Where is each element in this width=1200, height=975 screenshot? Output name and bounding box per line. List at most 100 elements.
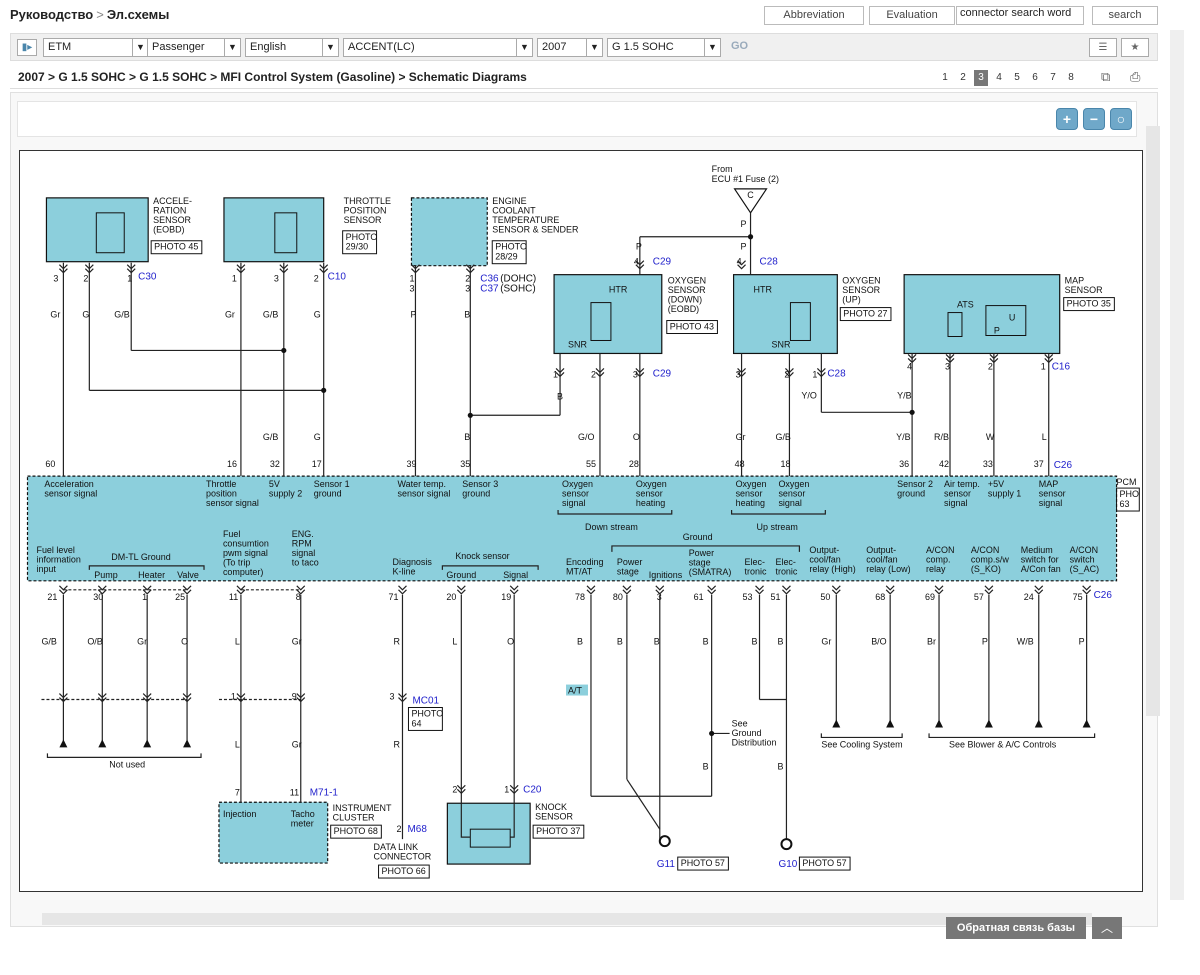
accel-sensor-box	[45, 197, 149, 263]
diagram-label: 9	[292, 692, 297, 702]
page-6-link[interactable]: 6	[1032, 72, 1038, 83]
wire	[84, 264, 94, 270]
diagram-horizontal-scrollbar[interactable]	[42, 913, 1092, 925]
breadcrumb-root[interactable]: Руководство	[10, 7, 94, 22]
wire	[411, 264, 420, 270]
page-5-link[interactable]: 5	[1014, 72, 1020, 83]
page-vertical-scrollbar[interactable]	[1170, 30, 1184, 900]
diagram-label: R	[394, 637, 401, 647]
type-select[interactable]: ETM▼	[43, 38, 149, 57]
page-4-link[interactable]: 4	[996, 72, 1002, 83]
diagram-label: 1	[553, 369, 558, 379]
wire	[58, 268, 68, 274]
language-select[interactable]: English▼	[245, 38, 339, 57]
photo-ref-box	[677, 856, 729, 871]
zoom-in-icon[interactable]: +	[1056, 108, 1078, 130]
junction-dot	[747, 234, 754, 240]
diagram-label: 28	[629, 459, 639, 469]
photo-ref-box	[1116, 487, 1140, 512]
g11-ground-icon	[658, 835, 671, 848]
diagram-label: O	[633, 432, 640, 442]
wire	[707, 589, 717, 595]
wire	[595, 367, 605, 374]
diagram-label: Fuel	[223, 529, 240, 539]
wire	[928, 733, 1096, 739]
wire	[236, 697, 246, 703]
diagram-label: G/O	[578, 432, 594, 442]
diagram-label: SENSOR	[344, 215, 382, 225]
zoom-reset-icon[interactable]: ○	[1110, 108, 1132, 130]
evaluation-button[interactable]: Evaluation	[869, 6, 955, 25]
diagram-label: A/CON	[971, 545, 999, 555]
diagram-label: 5V	[269, 479, 280, 489]
search-button[interactable]: search	[1092, 6, 1158, 25]
diagram-label: Distribution	[732, 737, 777, 747]
diagram-label: HTR	[609, 285, 628, 295]
ground-arrow-icon	[984, 719, 993, 728]
diagram-label: 33	[983, 459, 993, 469]
page-1-link[interactable]: 1	[942, 72, 948, 83]
diagram-label: Gr	[137, 637, 147, 647]
print-icon[interactable]: ⎙	[1130, 69, 1141, 84]
wire	[635, 371, 645, 378]
zoom-out-icon[interactable]: −	[1083, 108, 1105, 130]
diagram-vertical-scrollbar[interactable]	[1146, 126, 1160, 716]
wire	[586, 589, 596, 595]
diagram-label: Not used	[109, 759, 145, 769]
bookmark-icon[interactable]: ★	[1121, 38, 1149, 57]
feedback-button[interactable]: Обратная связь базы	[946, 917, 1086, 939]
ground-arrow-icon	[1082, 719, 1091, 728]
wire	[279, 268, 289, 274]
photo-ref-label: PHOTO	[495, 242, 527, 252]
diagram-label: SENSOR	[842, 285, 880, 295]
toggle-panel-icon[interactable]: ▮▸	[17, 39, 37, 56]
model-select[interactable]: ACCENT(LC)▼	[343, 38, 533, 57]
wire	[831, 589, 841, 595]
wire	[236, 264, 246, 270]
diagram-label: OXYGEN	[842, 276, 880, 286]
diagram-label: Throttle	[206, 479, 236, 489]
wire	[456, 589, 466, 595]
diagram-label: 50	[820, 592, 830, 602]
category-select[interactable]: Passenger▼	[147, 38, 241, 57]
wire	[595, 371, 605, 378]
page-8-link[interactable]: 8	[1068, 72, 1074, 83]
wire	[555, 367, 565, 374]
photo-ref-label: PHOTO 68	[334, 826, 378, 836]
diagram-label: (S_AC)	[1070, 564, 1099, 574]
diagram-label: See	[732, 718, 748, 728]
page-2-link[interactable]: 2	[960, 72, 966, 83]
diagram-label: Oxygen	[562, 479, 593, 489]
year-select[interactable]: 2007▼	[537, 38, 603, 57]
diagram-label: Fuel level	[36, 545, 74, 555]
connector-search-input[interactable]: connector search word	[956, 6, 1084, 25]
junction-dot	[467, 412, 473, 418]
page-3-link[interactable]: 3	[974, 70, 988, 86]
diagram-label: (S_KO)	[971, 564, 1001, 574]
wire	[142, 589, 152, 595]
top-bar: Руководство>Эл.схемы Abbreviation Evalua…	[0, 0, 1200, 30]
diagram-label: sensor	[1039, 489, 1066, 499]
breadcrumb-current: Эл.схемы	[106, 7, 170, 22]
wire	[611, 545, 801, 552]
diagram-label: 37	[1034, 459, 1044, 469]
go-button[interactable]: GO	[731, 40, 749, 52]
diagram-label: W/B	[1017, 637, 1034, 647]
diagram-label: DATA LINK	[374, 842, 419, 852]
wire	[398, 585, 407, 591]
pcm-module	[26, 475, 1118, 582]
wire	[296, 585, 306, 591]
diagram-label: Gr	[821, 637, 831, 647]
diagram-label: Elec-	[745, 557, 765, 567]
engine-select[interactable]: G 1.5 SOHC▼	[607, 38, 721, 57]
wire	[398, 697, 407, 703]
abbreviation-button[interactable]: Abbreviation	[764, 6, 864, 25]
page-7-link[interactable]: 7	[1050, 72, 1056, 83]
wire	[655, 585, 665, 591]
screenshot-icon[interactable]: ⧉	[1101, 69, 1111, 84]
list-view-icon[interactable]: ☰	[1089, 38, 1117, 57]
scroll-top-icon[interactable]: ︿	[1092, 917, 1122, 939]
diagram-label: Sensor 1	[314, 479, 350, 489]
ground-arrow-icon	[98, 739, 107, 748]
diagram-label: B	[577, 637, 583, 647]
